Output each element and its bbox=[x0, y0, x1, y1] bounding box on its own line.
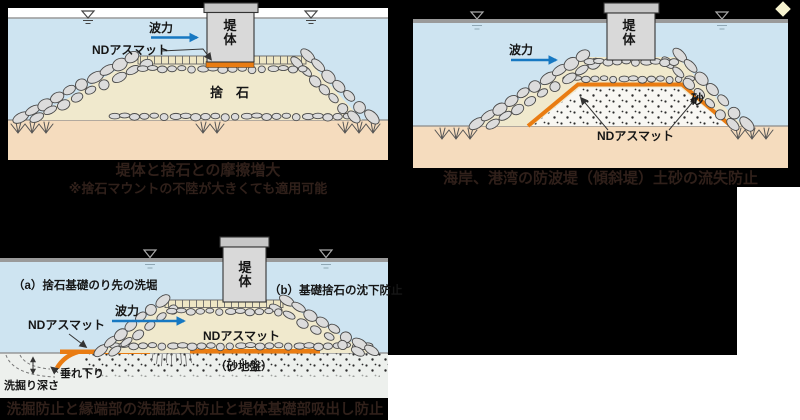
p3-nd-mat-center bbox=[190, 349, 320, 354]
p1-left-slope-stones-inner bbox=[29, 58, 154, 123]
p1-water-level-icon-right bbox=[303, 10, 319, 24]
p2-hatch-left bbox=[434, 127, 478, 140]
p3-right-slope-stones-outer bbox=[279, 294, 379, 357]
p1-left-slope-stones-outer bbox=[12, 50, 140, 124]
p3-sand-dots-sparse bbox=[100, 372, 380, 377]
p3-water-level-icon-right bbox=[318, 249, 334, 269]
p3-nd-mat-center-label: NDアスマット bbox=[203, 329, 280, 343]
p3-hang-down-label: 垂れ下り bbox=[60, 368, 104, 380]
p3-caisson-body bbox=[222, 246, 267, 303]
p3-sand-ground-label: （砂地盤） bbox=[215, 361, 273, 373]
p1-rubble-mound bbox=[30, 58, 362, 120]
p1-caption: 堤体と捨石との摩擦増大 bbox=[115, 162, 281, 179]
p3-scour-depth-label: 洗掘り深さ bbox=[4, 380, 59, 392]
p3-scour-a-label: （a）捨石基礎のり先の洗堀 bbox=[13, 280, 158, 292]
p3-nd-mat-left-label: NDアスマット bbox=[28, 318, 105, 332]
panel2-graphic bbox=[413, 2, 788, 168]
p3-waterline-bar bbox=[0, 258, 388, 262]
p3-sand-dots bbox=[85, 353, 388, 373]
p3-seepage-lines bbox=[151, 353, 192, 367]
p2-nd-mat-leader-right bbox=[668, 95, 699, 131]
p3-block-band-ticks bbox=[165, 300, 283, 308]
p1-wave-force-label: 波力 bbox=[149, 21, 174, 35]
p3-scour-arc-outer bbox=[5, 354, 56, 378]
p1-hatch-left bbox=[10, 121, 54, 134]
p2-water-level-icon-right bbox=[714, 11, 730, 30]
p1-caisson-label: 堤体 bbox=[223, 18, 237, 47]
p3-hangdown-leader bbox=[50, 366, 60, 375]
p1-rubble-label: 捨 石 bbox=[210, 85, 250, 100]
p2-caisson-label: 堤体 bbox=[622, 18, 636, 47]
p1-right-slope-stones-outer bbox=[300, 48, 380, 125]
p2-nd-mat-label: NDアスマット bbox=[597, 129, 674, 143]
p2-wave-force-label: 波力 bbox=[509, 43, 534, 57]
p2-left-slope-stones-outer bbox=[468, 49, 591, 131]
p1-nd-mat-label: NDアスマット bbox=[92, 43, 169, 57]
p3-water-level-icon-left bbox=[142, 249, 158, 269]
p3-caption: 洗掘防止と縁端部の洗掘拡大防止と堤体基礎部吸出し防止 bbox=[6, 402, 384, 418]
p1-water-level-icon-left bbox=[80, 10, 96, 24]
p2-seabed bbox=[413, 126, 788, 168]
p3-caisson-label: 堤体 bbox=[238, 260, 252, 289]
p3-top-stones bbox=[166, 307, 283, 317]
p1-sky bbox=[8, 8, 388, 18]
p1-subcaption: ※捨石マウントの不陸が大きくても適用可能 bbox=[68, 181, 328, 196]
p2-water-level-icon-left bbox=[469, 11, 485, 30]
p3-right-slope-stones-inner bbox=[269, 303, 365, 357]
p2-nd-mat-leader-left bbox=[579, 96, 609, 131]
p2-sand-label: 砂 bbox=[691, 92, 705, 107]
p1-caisson-body bbox=[206, 11, 255, 63]
white-region-bottom bbox=[388, 355, 800, 420]
p3-caisson-cap bbox=[219, 236, 270, 248]
p2-caisson-cap bbox=[603, 2, 660, 14]
p3-wave-force-label: 波力 bbox=[115, 304, 140, 318]
p3-settlement-b-label: （b）基礎捨石の沈下防止 bbox=[269, 285, 403, 297]
corner-diamond-icon bbox=[775, 1, 791, 17]
p2-right-slope-stones-outer bbox=[672, 47, 755, 132]
p2-caption: 海岸、港湾の防波堤（傾斜堤）土砂の流失防止 bbox=[442, 170, 758, 187]
p1-hatch-mid bbox=[195, 121, 225, 134]
p2-waterline-bar bbox=[413, 19, 788, 23]
p3-rubble-mound bbox=[103, 302, 370, 353]
p1-nd-mat-leader bbox=[160, 48, 212, 61]
p1-caisson-cap bbox=[203, 2, 259, 14]
p2-top-stones bbox=[583, 57, 680, 68]
panel1-graphic bbox=[8, 2, 388, 160]
p2-caisson-body bbox=[606, 12, 656, 61]
p1-right-slope-stones-inner bbox=[290, 56, 361, 124]
panel3-graphic bbox=[0, 236, 388, 398]
p3-nd-mat-hangdown bbox=[55, 349, 79, 370]
p3-nd-mat-left-leader bbox=[68, 333, 88, 348]
p3-left-slope-stones-outer bbox=[93, 294, 171, 358]
p3-scour-arc-inner bbox=[19, 354, 51, 370]
